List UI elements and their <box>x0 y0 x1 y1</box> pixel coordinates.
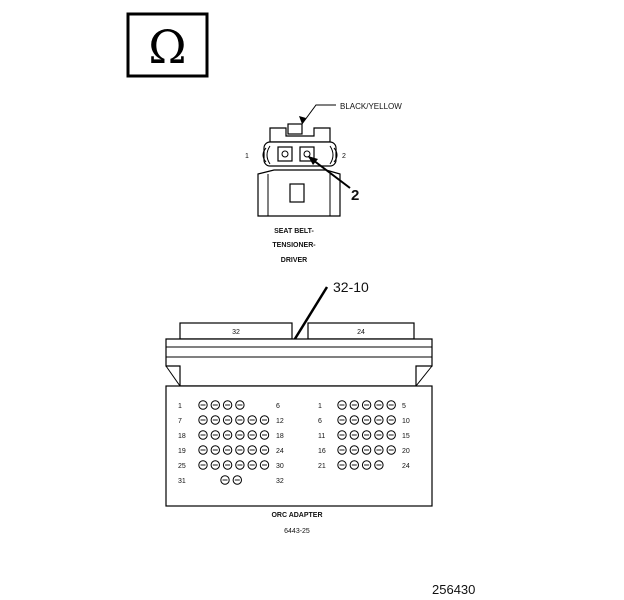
seat-belt-tensioner-connector <box>257 123 341 217</box>
left-row-end-label: 6 <box>276 403 280 410</box>
right-row-start-label: 16 <box>318 448 326 455</box>
right-row-start-label: 11 <box>318 433 325 440</box>
sensor-name-line-3: DRIVER <box>281 257 307 264</box>
left-row-start-label: 1 <box>178 403 182 410</box>
right-row-end-label: 24 <box>402 463 410 470</box>
wire-leader-arrow <box>299 116 306 124</box>
right-row-end-label: 20 <box>402 448 410 455</box>
right-row-end-label: 15 <box>402 433 410 440</box>
right-row-end-label: 5 <box>402 403 406 410</box>
right-row-end-label: 10 <box>402 418 410 425</box>
left-row-start-label: 18 <box>178 433 186 440</box>
right-header-label: 24 <box>357 329 365 336</box>
ohm-meter-icon: Ω <box>126 12 209 78</box>
sensor-name-line-1: SEAT BELT- <box>274 228 314 235</box>
left-row-start-label: 7 <box>178 418 182 425</box>
left-row-start-label: 31 <box>178 478 186 485</box>
left-row-end-label: 30 <box>276 463 284 470</box>
left-row-end-label: 32 <box>276 478 284 485</box>
wire-leader-line <box>301 104 336 125</box>
left-row-end-label: 18 <box>276 433 284 440</box>
callout-2-label: 2 <box>351 187 359 204</box>
adapter-callout-label: 32-10 <box>333 279 369 295</box>
left-row-end-label: 12 <box>276 418 284 425</box>
adapter-part-number: 6443-25 <box>284 528 310 535</box>
wire-color-label: BLACK/YELLOW <box>340 102 402 111</box>
ohm-glyph: Ω <box>148 20 186 74</box>
pin-label-2: 2 <box>342 153 346 160</box>
orc-adapter-body <box>165 322 433 507</box>
right-row-start-label: 21 <box>318 463 326 470</box>
callout-2-line <box>308 156 351 189</box>
right-row-start-label: 1 <box>318 403 322 410</box>
sensor-name-line-2: TENSIONER- <box>272 242 316 249</box>
right-row-start-label: 6 <box>318 418 322 425</box>
callout-2-arrow <box>308 156 318 165</box>
left-header-label: 32 <box>232 329 240 336</box>
figure-number: 256430 <box>432 582 475 597</box>
left-row-end-label: 24 <box>276 448 284 455</box>
left-row-start-label: 25 <box>178 463 186 470</box>
left-row-start-label: 19 <box>178 448 186 455</box>
pin-label-1: 1 <box>245 153 249 160</box>
adapter-name: ORC ADAPTER <box>271 512 322 519</box>
